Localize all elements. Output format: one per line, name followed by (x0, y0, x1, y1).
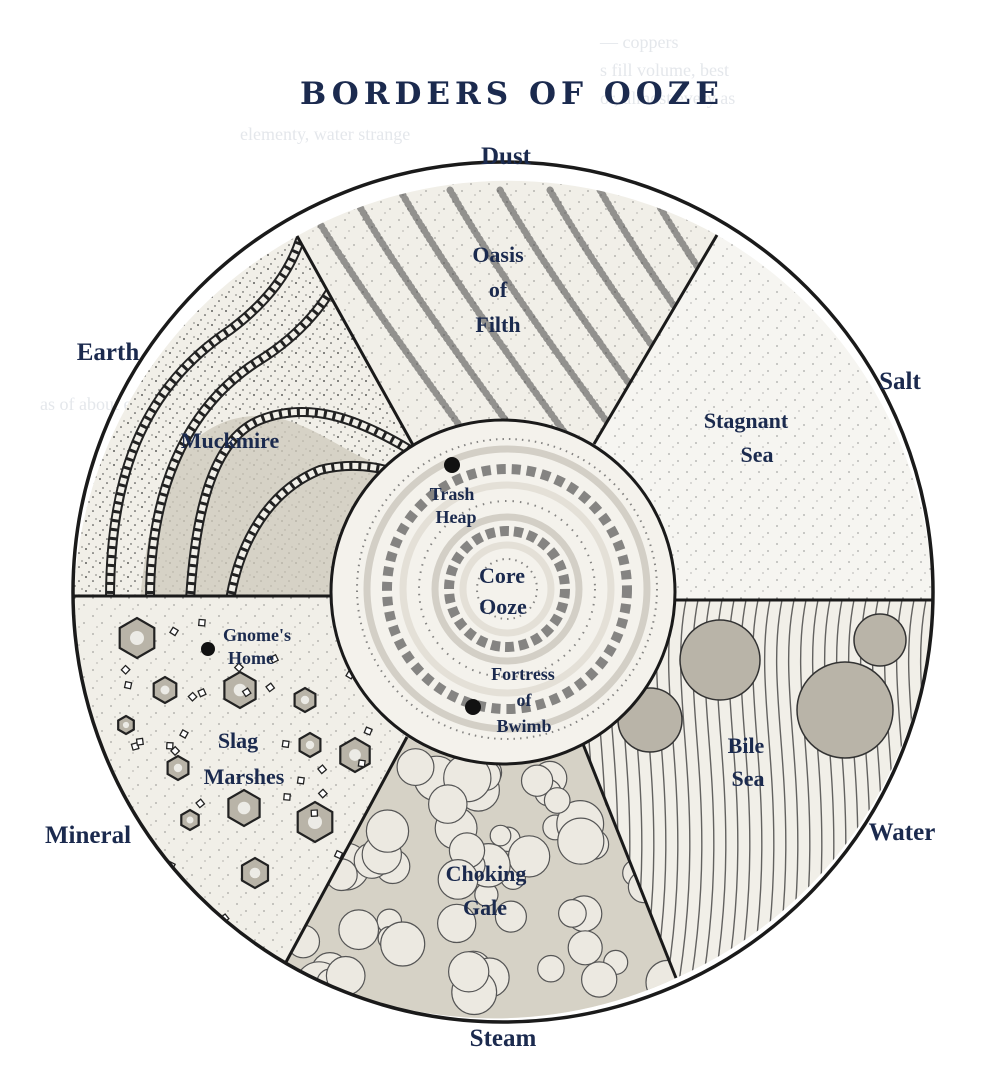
svg-text:Core: Core (479, 563, 525, 588)
region-core-label: Core Ooze (479, 563, 527, 619)
svg-text:Stagnant: Stagnant (704, 408, 789, 433)
region-muckmire-label: Muckmire (181, 428, 280, 453)
sector-dividers (74, 234, 933, 979)
region-choking-label: Choking Gale (446, 861, 527, 920)
location-trash-heap-label: Trash Heap (430, 484, 477, 527)
svg-text:Home: Home (228, 648, 274, 668)
divider-line (581, 743, 678, 979)
outer-ring (71, 160, 935, 1024)
svg-text:Gale: Gale (463, 895, 507, 920)
map-title: BORDERS OF OOZE (300, 76, 724, 112)
svg-text:s fill volume, best: s fill volume, best (600, 60, 729, 80)
svg-text:Oasis: Oasis (472, 242, 524, 267)
divider-line (295, 235, 415, 446)
svg-text:Fortress: Fortress (491, 664, 555, 684)
svg-text:Ooze: Ooze (479, 594, 527, 619)
svg-text:Marshes: Marshes (204, 764, 285, 789)
trash-heap-marker (444, 457, 460, 473)
core-circle (329, 418, 677, 766)
svg-text:Bwimb: Bwimb (496, 716, 551, 736)
fortress-marker (465, 699, 481, 715)
svg-text:Bile: Bile (728, 733, 765, 758)
svg-text:of: of (489, 277, 508, 302)
svg-text:of: of (517, 690, 533, 710)
border-steam-label: Steam (470, 1025, 537, 1052)
gnome-home-marker (201, 642, 215, 656)
border-earth-label: Earth (77, 339, 140, 366)
svg-text:Gnome's: Gnome's (223, 625, 291, 645)
border-salt-label: Salt (879, 368, 921, 395)
region-oasis-label: Oasis of Filth (472, 242, 524, 337)
svg-text:Filth: Filth (475, 312, 520, 337)
svg-text:Slag: Slag (218, 728, 258, 753)
svg-text:— coppers: — coppers (599, 32, 678, 52)
region-slag-label: Slag Marshes (204, 728, 285, 789)
border-water-label: Water (869, 819, 936, 846)
svg-text:Trash: Trash (430, 484, 475, 504)
divider-line (592, 234, 719, 445)
divider-line (283, 736, 409, 965)
svg-text:Choking: Choking (446, 861, 527, 886)
svg-text:Heap: Heap (435, 507, 476, 527)
location-gnome-home-label: Gnome's Home (223, 625, 291, 668)
border-mineral-label: Mineral (45, 822, 131, 849)
svg-text:Sea: Sea (741, 442, 774, 467)
region-bile-label: Bile Sea (728, 733, 765, 791)
border-dust-label: Dust (481, 143, 532, 170)
region-stagnant-label: Stagnant Sea (704, 408, 789, 467)
svg-text:or, almost every as: or, almost every as (600, 88, 735, 108)
svg-text:elementy, water strange: elementy, water strange (240, 124, 410, 144)
location-fortress-label: Fortress of Bwimb (491, 664, 555, 736)
svg-text:Sea: Sea (732, 766, 765, 791)
